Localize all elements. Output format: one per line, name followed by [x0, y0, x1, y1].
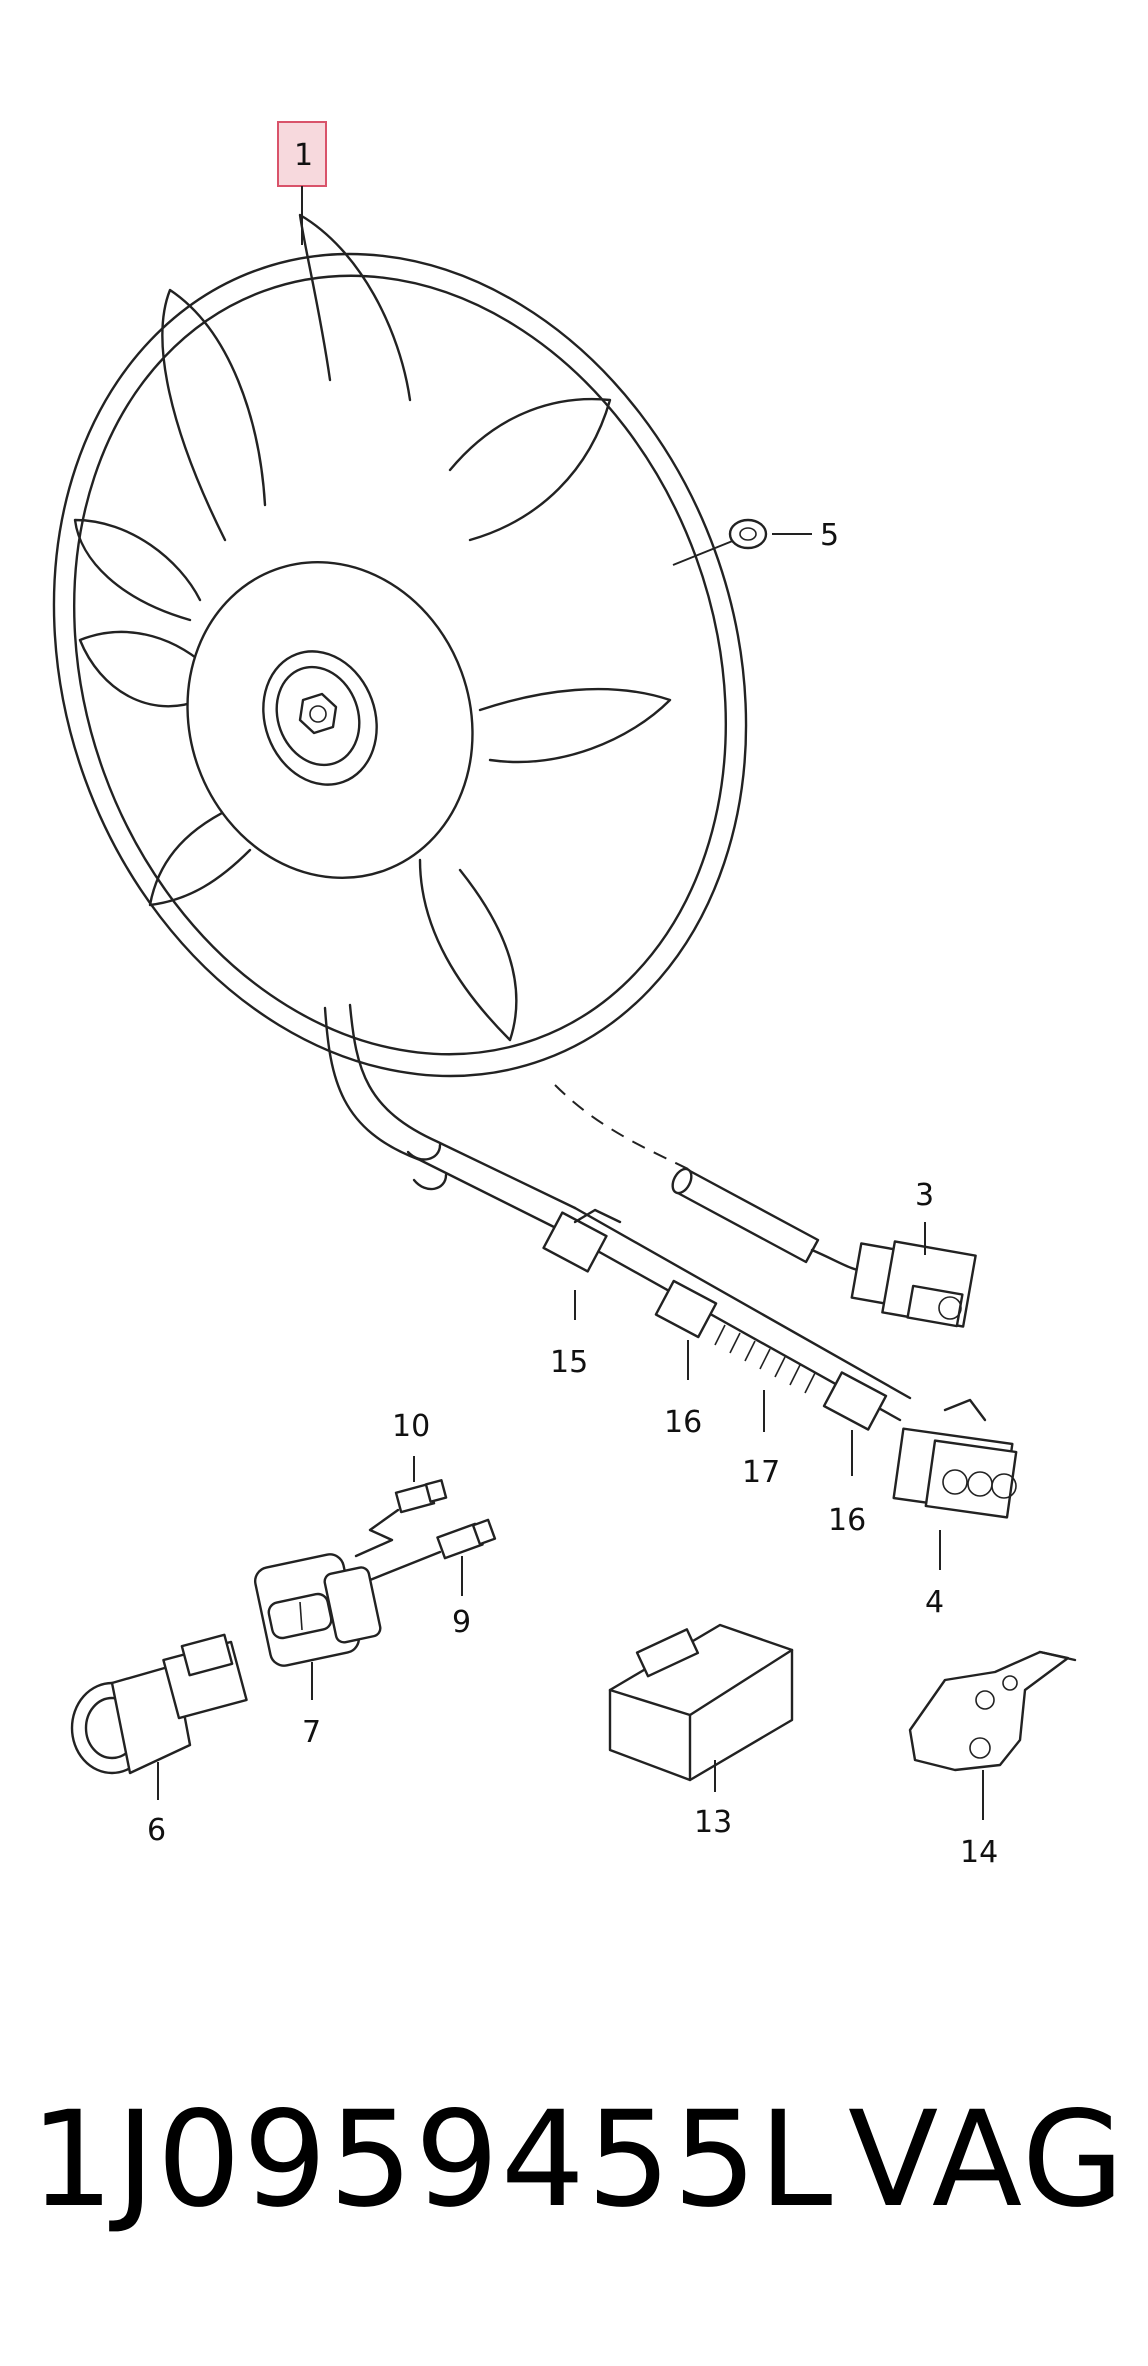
callout-17: 17 — [742, 1455, 780, 1490]
part-number: 1J0959455L — [30, 2083, 835, 2237]
connector-part-3 — [671, 1167, 977, 1328]
terminal-part-10 — [354, 1456, 448, 1558]
wiring-harness — [542, 1206, 1018, 1519]
callout-16b: 16 — [828, 1503, 866, 1538]
callout-10: 10 — [392, 1409, 430, 1444]
terminal-part-9 — [368, 1518, 497, 1596]
callout-16a: 16 — [664, 1405, 702, 1440]
relay-part-13 — [608, 1623, 794, 1792]
callout-9: 9 — [452, 1605, 471, 1640]
callout-15: 15 — [550, 1345, 588, 1380]
callout-5: 5 — [820, 518, 839, 553]
connector-housing-part-7 — [253, 1553, 382, 1700]
nut-part-5 — [672, 518, 812, 566]
callout-1: 1 — [294, 138, 313, 173]
footer: 1J0959455L VAG — [0, 2080, 1148, 2240]
callout-1-highlight[interactable] — [277, 121, 327, 187]
callout-6: 6 — [147, 1813, 166, 1848]
thermo-switch-part-6 — [70, 1633, 248, 1800]
radiator-fan — [52, 213, 748, 1232]
bracket-part-14 — [908, 1650, 1077, 1820]
callout-3: 3 — [915, 1178, 934, 1213]
callout-4: 4 — [925, 1585, 944, 1620]
brand-name: VAG — [848, 2083, 1127, 2237]
callout-14: 14 — [960, 1835, 998, 1870]
callout-7: 7 — [302, 1715, 321, 1750]
callout-13: 13 — [694, 1805, 732, 1840]
exploded-parts-diagram: 1 5 — [52, 121, 1077, 1870]
